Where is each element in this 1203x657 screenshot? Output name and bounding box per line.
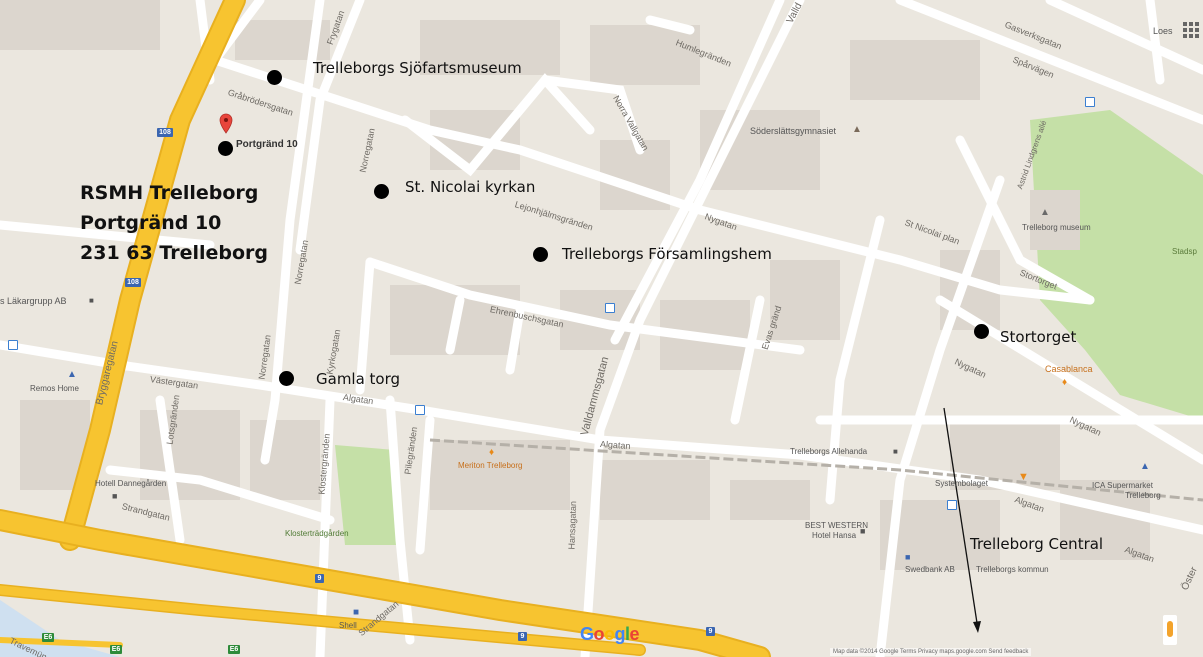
poi-label: Hotel Hansa <box>812 531 857 540</box>
shopping-cart-icon: ▲ <box>1140 461 1150 472</box>
label-gamla-torg: Gamla torg <box>316 370 401 388</box>
poi-label: Meriton Trelleborg <box>458 461 523 470</box>
hotel-icon: ■ <box>112 491 118 501</box>
marker-dot-portgrand <box>218 141 233 156</box>
poi-label: Swedbank AB <box>905 565 955 574</box>
poi-label: Trelleborg <box>1125 491 1161 500</box>
street-label: Hansagatan <box>566 500 579 550</box>
poi-label: Stadsp <box>1172 247 1197 256</box>
school-icon: ▲ <box>852 124 862 135</box>
poi-label: Systembolaget <box>935 479 988 488</box>
location-pin-icon <box>219 113 233 134</box>
poi-label: s Läkargrupp AB <box>0 296 67 306</box>
bank-icon: ■ <box>905 552 911 562</box>
poi-label: Casablanca <box>1045 364 1093 374</box>
google-logo: Google <box>580 624 640 644</box>
address-line-3: 231 63 Trelleborg <box>80 242 268 264</box>
bus-stop-icon <box>1085 97 1095 107</box>
route-shield: 9 <box>706 627 715 636</box>
street-view-pegman-icon[interactable] <box>1163 615 1177 645</box>
office-icon: ■ <box>893 447 898 456</box>
bus-stop-icon <box>605 303 615 313</box>
route-shield: 9 <box>315 574 324 583</box>
route-shield: 9 <box>518 632 527 641</box>
hotel-icon: ■ <box>860 526 866 536</box>
poi-label: Shell <box>339 621 357 630</box>
marker-dot-forsamlingshem <box>533 247 548 262</box>
route-shield: 108 <box>157 128 173 137</box>
gas-station-icon: ■ <box>353 607 360 618</box>
office-icon: ■ <box>89 296 94 305</box>
label-trelleborg-central: Trelleborg Central <box>970 535 1104 553</box>
poi-label: Söderslättsgymnasiet <box>750 126 837 136</box>
label-nicolai: St. Nicolai kyrkan <box>405 178 536 196</box>
label-stortorget: Stortorget <box>1000 328 1077 346</box>
route-shield: E6 <box>42 633 54 642</box>
apps-grid-icon[interactable] <box>1183 22 1199 38</box>
bar-icon: ▼ <box>1018 471 1029 483</box>
map-attribution[interactable]: Map data ©2014 Google Terms Privacy maps… <box>830 648 1032 656</box>
route-shield: E6 <box>228 645 240 654</box>
label-portgrand-pin: Portgränd 10 <box>236 139 298 150</box>
stadspark-area <box>1030 110 1203 420</box>
poi-label: Trelleborgs kommun <box>976 565 1049 574</box>
route-shield: E6 <box>110 645 122 654</box>
address-block: RSMH Trelleborg Portgränd 10 231 63 Trel… <box>80 178 268 268</box>
restaurant-icon: ♦ <box>489 447 495 458</box>
route-shield: 108 <box>125 278 141 287</box>
klostertradgarden-area <box>335 445 400 545</box>
poi-label: Loes <box>1153 26 1173 36</box>
marker-dot-stortorget <box>974 324 989 339</box>
poi-label: Hotell Dannegården <box>95 479 167 488</box>
marker-dot-nicolai <box>374 184 389 199</box>
label-forsamlingshem: Trelleborgs Församlingshem <box>562 245 772 263</box>
address-line-1: RSMH Trelleborg <box>80 182 259 204</box>
address-line-2: Portgränd 10 <box>80 212 222 234</box>
bus-stop-icon <box>947 500 957 510</box>
poi-label: BEST WESTERN <box>805 521 868 530</box>
central-arrow <box>943 407 981 633</box>
bus-stop-icon <box>415 405 425 415</box>
marker-dot-sjofartsmuseum <box>267 70 282 85</box>
label-sjofartsmuseum: Trelleborgs Sjöfartsmuseum <box>313 59 522 77</box>
poi-label: Klosterträdgården <box>285 529 349 538</box>
poi-label: ICA Supermarket <box>1092 481 1153 490</box>
bus-stop-icon <box>8 340 18 350</box>
museum-icon: ▲ <box>1040 207 1050 218</box>
poi-label: Trelleborg museum <box>1022 223 1091 232</box>
restaurant-icon: ♦ <box>1062 377 1068 388</box>
marker-dot-gamla-torg <box>279 371 294 386</box>
poi-label: Remos Home <box>30 384 79 393</box>
shopping-cart-icon: ▲ <box>67 369 77 380</box>
poi-label: Trelleborgs Allehanda <box>790 447 868 456</box>
